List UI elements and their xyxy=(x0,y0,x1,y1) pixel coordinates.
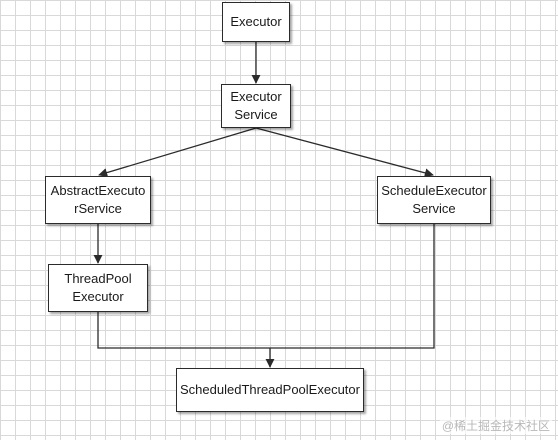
node-executor-label: Executor xyxy=(230,14,282,29)
node-executor-service-label: Executor Service xyxy=(230,89,282,122)
line-schedule-to-merge xyxy=(270,224,435,349)
node-abstract-executor-service: AbstractExecuto rService xyxy=(45,176,151,224)
node-thread-pool-executor-label: ThreadPool Executor xyxy=(64,271,132,304)
node-schedule-executor-service: ScheduleExecutor Service xyxy=(377,176,491,224)
watermark-text: @稀土掘金技术社区 xyxy=(439,417,552,434)
node-executor-service: Executor Service xyxy=(221,84,291,128)
arrow-executor-service-to-schedule xyxy=(255,127,434,178)
node-executor: Executor xyxy=(222,2,290,42)
node-schedule-executor-service-label: ScheduleExecutor Service xyxy=(381,183,487,216)
node-scheduled-thread-pool-executor-label: ScheduledThreadPoolExecutor xyxy=(180,382,360,397)
node-abstract-executor-service-label: AbstractExecuto rService xyxy=(50,183,146,216)
line-threadpool-to-merge xyxy=(97,312,270,349)
node-scheduled-thread-pool-executor: ScheduledThreadPoolExecutor xyxy=(176,368,364,412)
arrow-executor-service-to-abstract xyxy=(98,127,257,178)
node-thread-pool-executor: ThreadPool Executor xyxy=(48,264,148,312)
